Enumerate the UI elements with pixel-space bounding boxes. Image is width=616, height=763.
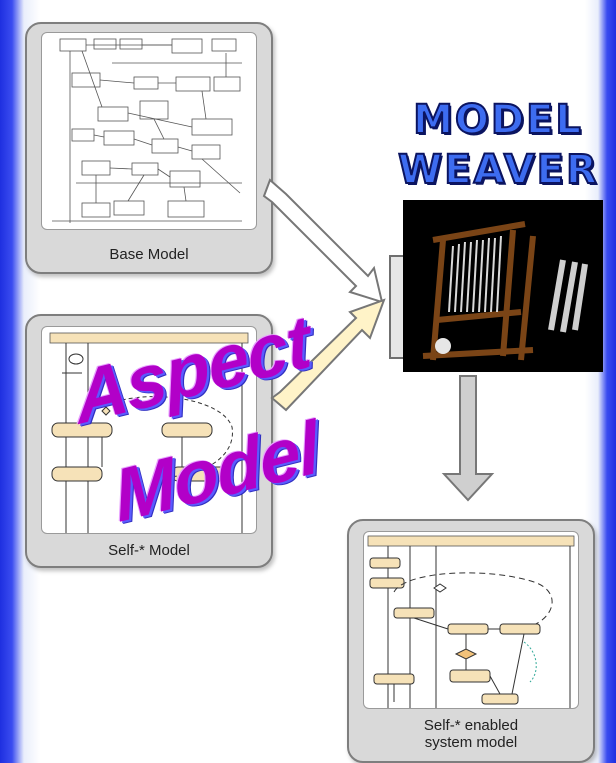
loom-icon bbox=[422, 221, 588, 361]
self-model-diagram bbox=[41, 326, 257, 534]
weaver-input-connector bbox=[389, 255, 407, 359]
class-diagram-sketch bbox=[52, 38, 242, 223]
yarn-spool-icon bbox=[548, 259, 588, 333]
base-model-caption: Base Model bbox=[109, 246, 189, 263]
right-arrow-icon bbox=[262, 178, 384, 304]
base-model-panel: Base Model bbox=[25, 22, 273, 274]
self-model-caption: Self-* Model bbox=[108, 542, 190, 559]
enabled-model-caption-line2: system model bbox=[424, 734, 518, 751]
right-arrow-icon bbox=[270, 298, 386, 412]
woven-activity-diagram-sketch bbox=[367, 535, 575, 708]
weaver-title-line1: MODEL bbox=[412, 97, 583, 143]
enabled-model-diagram bbox=[363, 531, 579, 709]
enabled-model-panel: Self-* enabled system model bbox=[347, 519, 595, 763]
weaver-title-line2: WEAVER bbox=[397, 147, 599, 193]
self-model-panel: Self-* Model bbox=[25, 314, 273, 568]
base-model-diagram bbox=[41, 32, 257, 230]
down-arrow-icon bbox=[441, 375, 495, 502]
enabled-model-caption-line1: Self-* enabled bbox=[423, 717, 519, 734]
loom-image bbox=[403, 200, 603, 372]
activity-diagram-sketch bbox=[49, 332, 249, 533]
